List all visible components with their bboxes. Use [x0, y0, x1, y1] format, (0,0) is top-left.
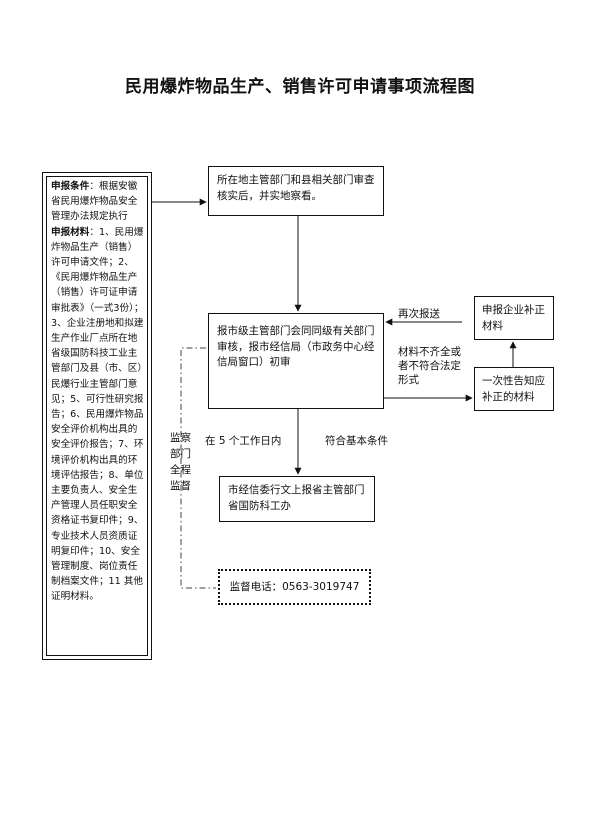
resend-label: 再次报送 — [398, 308, 440, 320]
local-review-box: 所在地主管部门和县相关部门审查核实后，并实地察看。 — [208, 166, 384, 216]
initial-review-box: 报市级主管部门会同同级有关部门审核，报市经信局（市政务中心经信局窗口）初审 — [208, 313, 384, 409]
application-conditions-box: 申报条件：根据安徽省民用爆炸物品安全管理办法规定执行 申报材料：1、民用爆炸物品… — [42, 172, 152, 660]
supervision-label: 监察部门全程监督 — [170, 432, 191, 492]
page-title: 民用爆炸物品生产、销售许可申请事项流程图 — [125, 77, 475, 97]
materials-text: ：1、民用爆炸物品生产（销售）许可申请文件；2、《民用爆炸物品生产（销售）许可证… — [51, 226, 144, 603]
conditions-text: ：根据安徽省民用爆炸物品安全管理办法规定执行 — [51, 181, 138, 223]
supplement-materials-box: 申报企业补正材料 — [474, 296, 554, 340]
within-days-label: 在 5 个工作日内 — [205, 435, 282, 447]
conditions-heading: 申报条件 — [51, 181, 90, 192]
materials-heading: 申报材料 — [51, 226, 90, 238]
incomplete-label: 材料不齐全或者不符合法定形式 — [398, 346, 461, 386]
hotline-box: 监督电话：0563-3019747 — [218, 569, 371, 605]
meets-conditions-label: 符合基本条件 — [325, 435, 388, 447]
report-province-box: 市经信委行文上报省主管部门省国防科工办 — [219, 476, 375, 522]
notify-once-box: 一次性告知应补正的材料 — [474, 367, 554, 411]
